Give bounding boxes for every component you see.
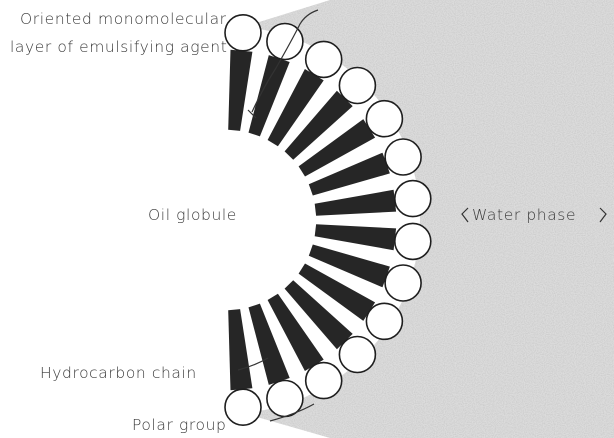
polar-group [385,139,421,175]
hydrocarbon-chain [228,50,252,131]
hydrocarbon-chain [228,309,252,390]
oil-globule-label: Oil globule [148,206,237,224]
polar-group [339,337,375,373]
polar-group-label: Polar group [132,416,226,434]
water-phase-label: Water phase [472,206,576,224]
polar-group [395,181,431,217]
polar-group [366,303,402,339]
polar-group [306,363,342,399]
monolayer-label-line2: layer of emulsifying agent [10,38,227,56]
polar-group [395,223,431,259]
polar-group [339,68,375,104]
polar-group [385,265,421,301]
monolayer-label-line1: Oriented monomolecular [20,10,227,28]
polar-group [225,389,261,425]
polar-group [306,41,342,77]
polar-group [267,381,303,417]
polar-group [225,15,261,51]
polar-group [366,101,402,137]
hydrocarbon-chain-label: Hydrocarbon chain [40,364,197,382]
